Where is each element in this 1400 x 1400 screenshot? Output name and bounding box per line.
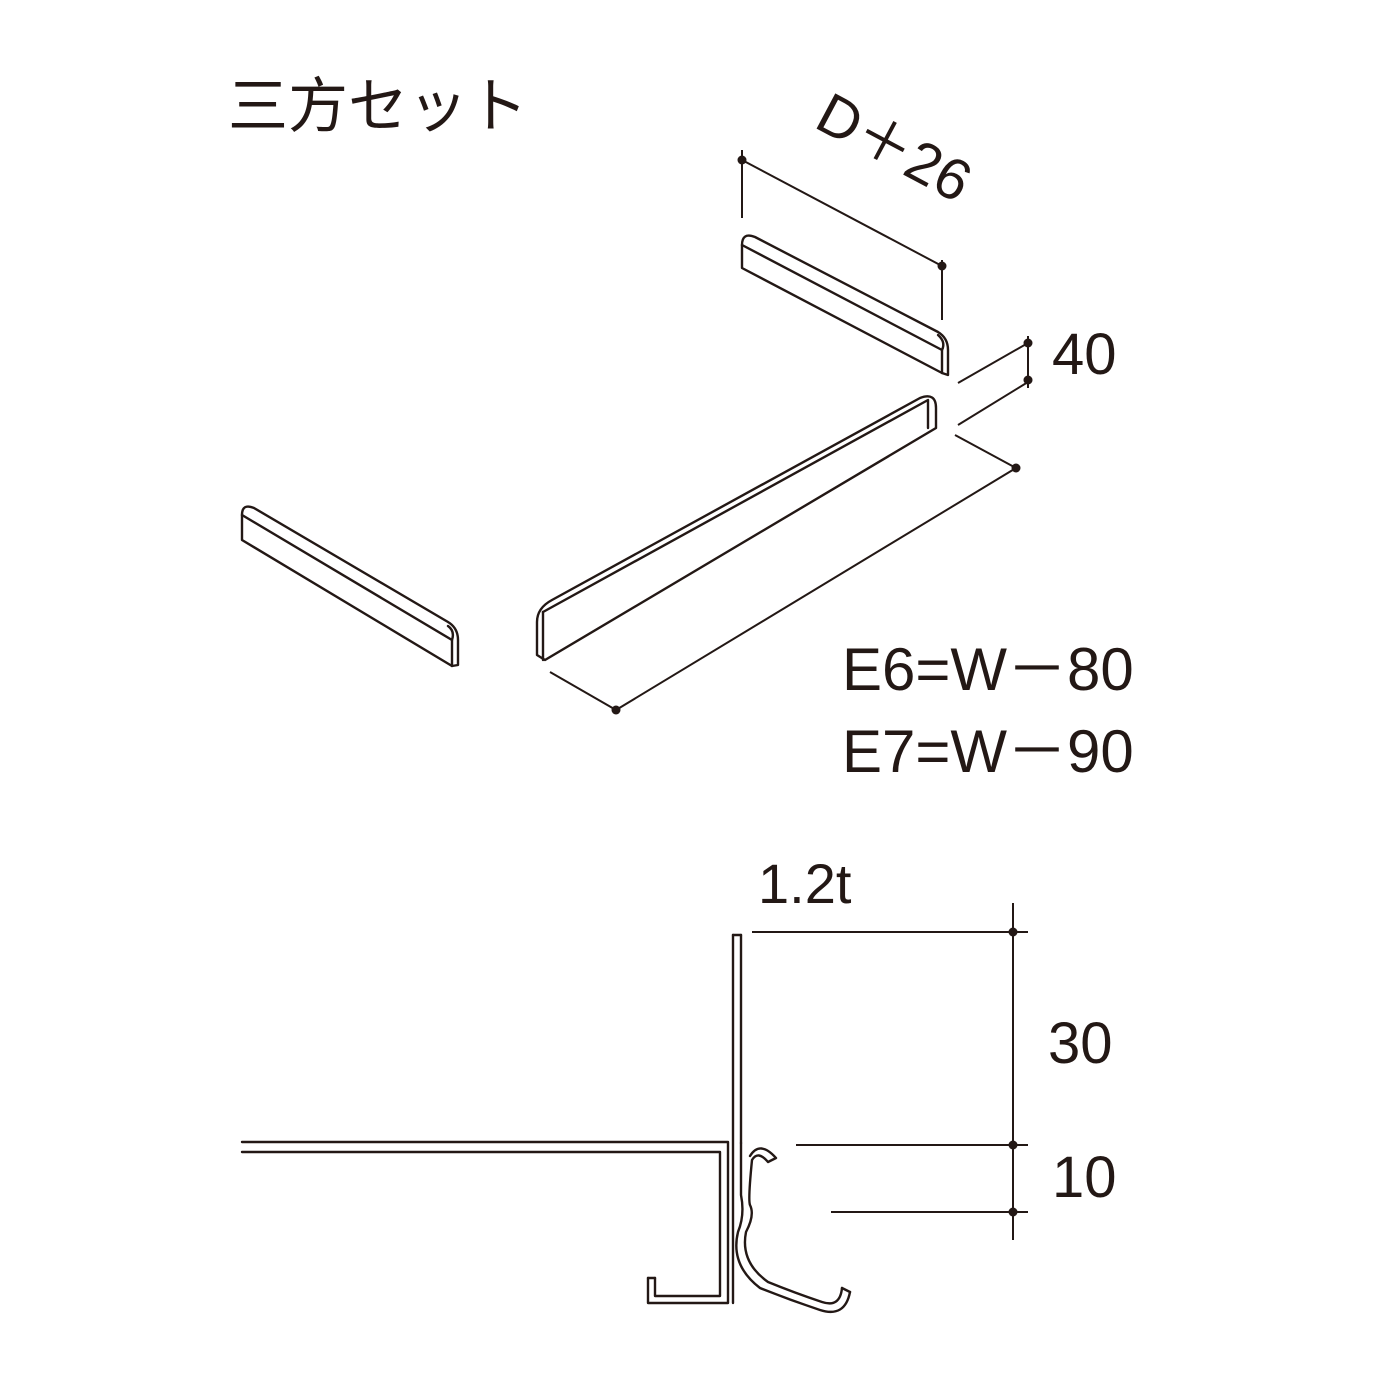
formula-e6: E6=W－80 xyxy=(842,636,1134,703)
lower-height-label: 10 xyxy=(1052,1145,1117,1210)
thickness-label: 1.2t xyxy=(758,852,852,915)
height-label: 40 xyxy=(1052,322,1117,387)
front-long-plate xyxy=(535,395,938,662)
height-dimension xyxy=(957,336,1033,426)
depth-dimension xyxy=(737,150,947,320)
depth-label: D＋26 xyxy=(806,80,982,215)
back-side-plate xyxy=(740,234,950,377)
section-dimensions xyxy=(752,903,1028,1240)
cross-section-profile xyxy=(240,933,852,1314)
diagram-title: 三方セット xyxy=(228,72,528,142)
left-side-plate xyxy=(240,505,460,668)
formula-e7: E7=W－90 xyxy=(842,718,1134,785)
upper-height-label: 30 xyxy=(1048,1011,1113,1076)
width-dimension xyxy=(549,434,1021,715)
